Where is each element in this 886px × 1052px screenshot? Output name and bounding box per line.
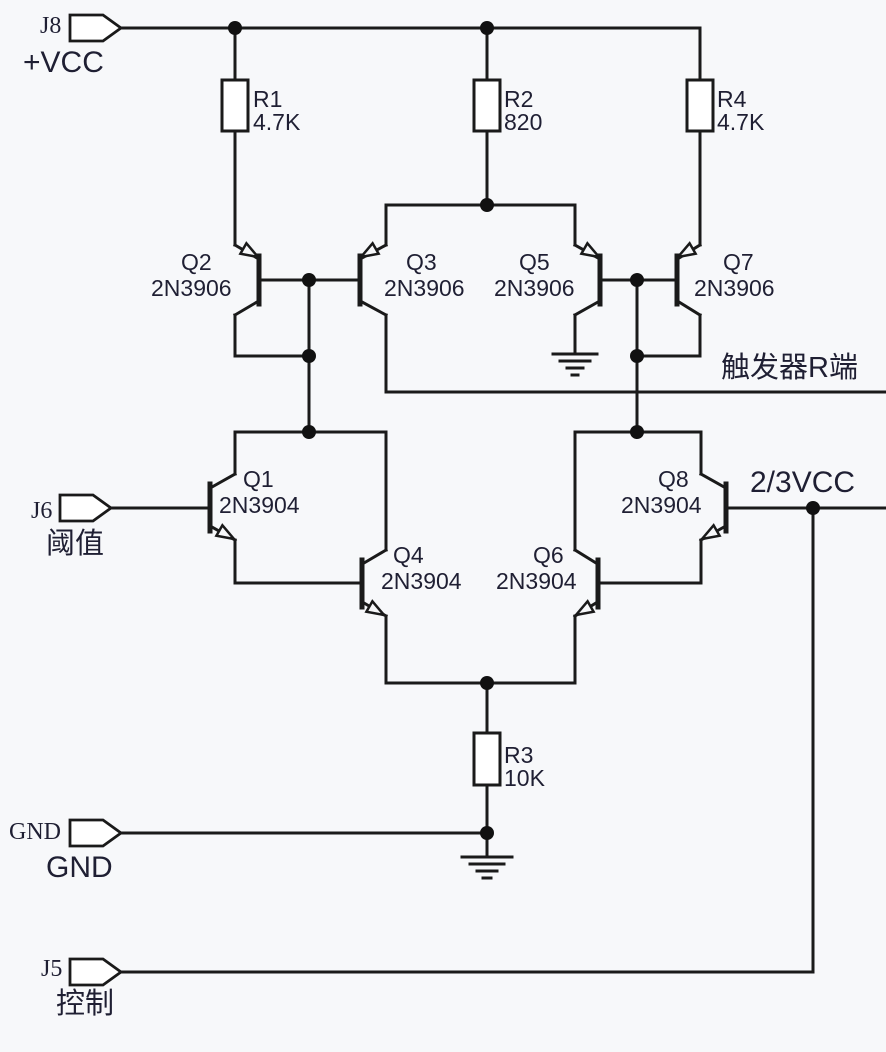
resistor-r4-symbol xyxy=(685,78,715,133)
net-label-trigger-r: 触发器R端 xyxy=(721,352,858,384)
net-label-vcc: +VCC xyxy=(23,46,104,79)
junction-dots xyxy=(228,21,820,840)
transistor-q4-symbol xyxy=(233,430,389,685)
transistor-q6-part: 2N3904 xyxy=(496,568,577,594)
resistor-r1-ref: R1 xyxy=(253,86,283,112)
transistor-q6-ref: Q6 xyxy=(533,542,564,568)
transistor-q2-ref: Q2 xyxy=(181,249,212,275)
transistor-q4-part: 2N3904 xyxy=(381,568,462,594)
transistor-q4-ref: Q4 xyxy=(393,542,424,568)
transistor-q5-symbol xyxy=(572,241,603,356)
transistor-q3-symbol xyxy=(357,241,389,394)
transistor-q3-ref: Q3 xyxy=(406,249,437,275)
resistor-r4-value: 4.7K xyxy=(717,109,765,135)
connector-j6-designator: J6 xyxy=(31,498,53,524)
resistor-r3-value: 10K xyxy=(504,765,545,791)
net-label-control: 控制 xyxy=(56,988,115,1020)
transistor-q7-symbol xyxy=(674,241,703,358)
connector-j5-designator: J5 xyxy=(41,956,63,982)
vcc-rail-wires xyxy=(119,26,702,247)
connector-j8-designator: J8 xyxy=(40,13,62,39)
resistor-r2-symbol xyxy=(472,78,502,133)
connector-j5-flag xyxy=(68,957,124,987)
transistor-q2-symbol xyxy=(232,241,262,358)
control-net-wires xyxy=(119,506,815,974)
ground-symbol-r3 xyxy=(460,855,514,880)
transistor-q1-part: 2N3904 xyxy=(219,492,300,518)
transistor-q3-part: 2N3906 xyxy=(384,275,465,301)
resistor-r2-ref: R2 xyxy=(504,86,534,112)
transistor-q5-ref: Q5 xyxy=(519,249,550,275)
net-label-threshold: 阈值 xyxy=(46,528,105,560)
transistor-q6-symbol xyxy=(572,430,703,685)
connector-j8-flag xyxy=(68,13,124,43)
net-label-two-thirds-vcc: 2/3VCC xyxy=(750,466,856,499)
resistor-r3-symbol xyxy=(472,731,502,787)
resistor-r1-symbol xyxy=(220,78,250,133)
net-label-gnd: GND xyxy=(46,851,113,884)
transistor-q1-ref: Q1 xyxy=(243,466,274,492)
transistor-q1-symbol xyxy=(109,430,238,585)
connector-j6-flag xyxy=(58,493,114,523)
transistor-q5-part: 2N3906 xyxy=(494,275,575,301)
transistor-q8-symbol xyxy=(698,430,886,585)
transistor-q8-ref: Q8 xyxy=(658,466,689,492)
transistor-q7-part: 2N3906 xyxy=(694,275,775,301)
transistor-q7-ref: Q7 xyxy=(723,249,754,275)
ground-symbol-q5 xyxy=(551,352,599,377)
resistor-r4-ref: R4 xyxy=(717,86,747,112)
resistor-r3-ref: R3 xyxy=(504,742,534,768)
connector-gnd-designator: GND xyxy=(9,819,61,845)
connector-gnd-flag xyxy=(68,818,124,848)
resistor-r2-value: 820 xyxy=(504,109,543,135)
transistor-q8-part: 2N3904 xyxy=(621,492,702,518)
resistor-r1-value: 4.7K xyxy=(253,109,301,135)
transistor-q2-part: 2N3906 xyxy=(151,275,232,301)
